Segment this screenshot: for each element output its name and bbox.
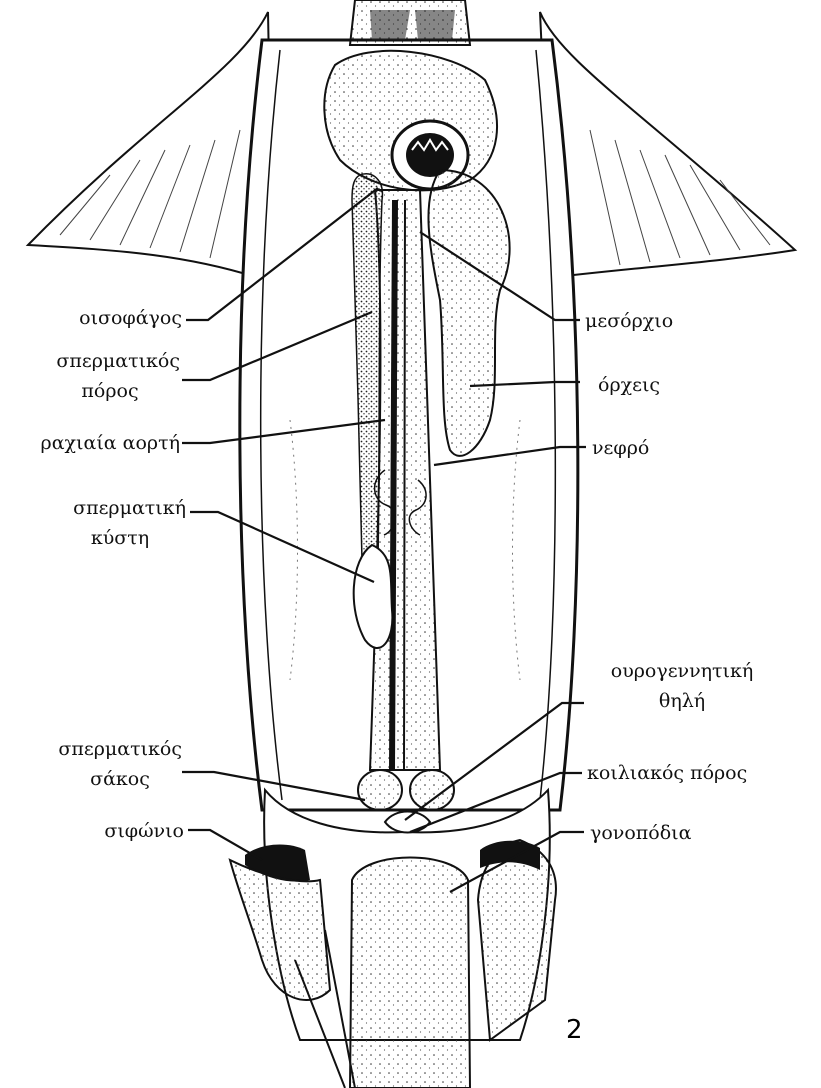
label-seminal-vesicle-line1: σπερματική [30, 495, 186, 521]
right-pectoral-fin [540, 12, 795, 278]
label-oesophagus: οισοφάγος [30, 305, 182, 331]
label-testis: όρχεις [598, 372, 660, 398]
label-kidney: νεφρό [592, 435, 649, 461]
pectoral-girdle [350, 0, 470, 45]
page-number: 2 [566, 1015, 583, 1045]
label-abdominal-pore: κοιλιακός πόρος [587, 760, 747, 786]
label-mesorchium: μεσόρχιο [585, 308, 673, 334]
label-sperm-sac-line2: σάκος [70, 766, 170, 792]
label-sperm-duct-line1: σπερματικός [18, 348, 180, 374]
label-claspers: γονοπόδια [590, 820, 691, 846]
stomach [324, 51, 497, 191]
label-seminal-vesicle-line2: κύστη [70, 525, 170, 551]
label-urogenital-papilla-line1: ουρογεννητική [582, 658, 782, 684]
label-dorsal-aorta: ραχιαία αορτή [10, 430, 180, 456]
label-siphon: σιφώνιο [40, 818, 184, 844]
label-sperm-sac-line1: σπερματικός [10, 736, 182, 762]
left-pectoral-fin [28, 12, 270, 280]
label-urogenital-papilla-line2: θηλή [582, 688, 782, 714]
label-sperm-duct-line2: πόρος [60, 378, 160, 404]
